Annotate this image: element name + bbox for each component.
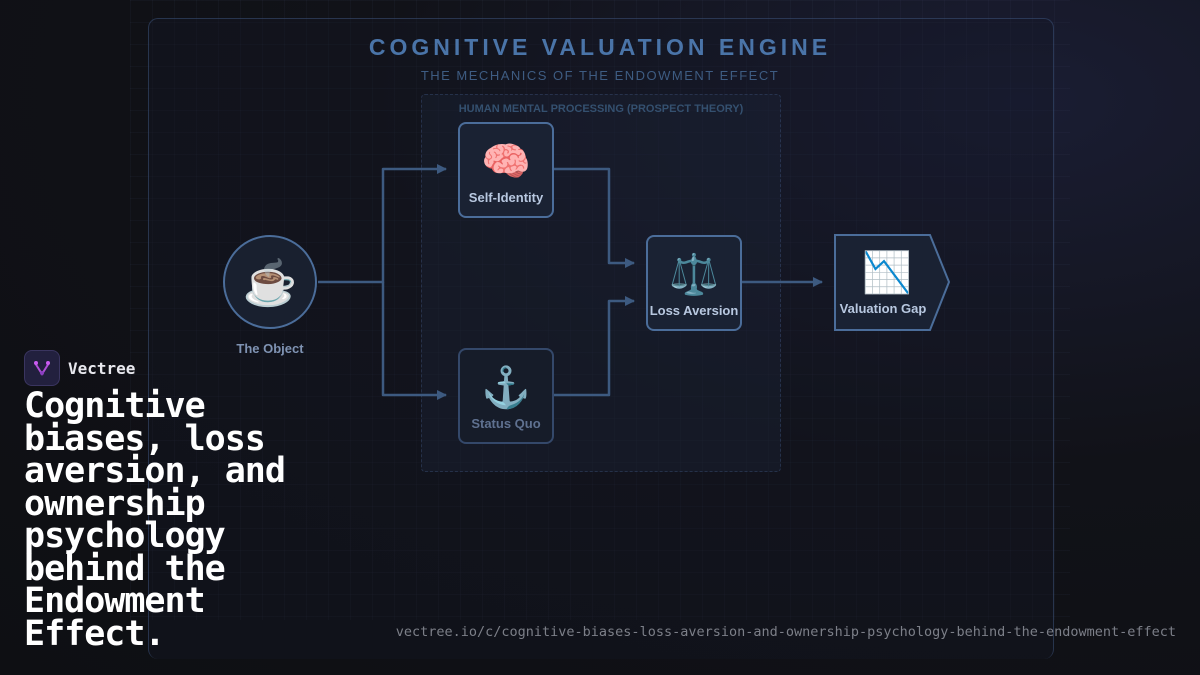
diagram-subtitle: THE MECHANICS OF THE ENDOWMENT EFFECT xyxy=(420,68,780,83)
node-the-object-label: The Object xyxy=(236,341,304,356)
node-the-object: ☕ xyxy=(223,235,317,329)
node-valuation-gap-label: Valuation Gap xyxy=(839,301,927,316)
edge-object-to-self-identity xyxy=(318,164,447,284)
chart-decreasing-icon: 📉 xyxy=(862,251,912,295)
vectree-logo-icon xyxy=(24,350,60,386)
edge-status-quo-to-loss-aversion xyxy=(554,296,635,397)
headline: Cognitive biases, loss aversion, and own… xyxy=(24,386,286,654)
valuation-gap-shape xyxy=(834,234,951,331)
cluster-label: HUMAN MENTAL PROCESSING (PROSPECT THEORY… xyxy=(458,103,744,115)
diagram-title: COGNITIVE VALUATION ENGINE xyxy=(368,34,832,60)
page-url: vectree.io/c/cognitive-biases-loss-avers… xyxy=(395,624,1176,640)
brand: Vectree xyxy=(24,350,135,386)
balance-scale-icon: ⚖️ xyxy=(669,253,719,297)
node-status-quo-label: Status Quo xyxy=(471,416,541,431)
brain-icon: 🧠 xyxy=(481,140,531,184)
node-self-identity-label: Self-Identity xyxy=(468,190,544,205)
node-valuation-gap: 📉 Valuation Gap xyxy=(835,235,939,331)
brand-name: Vectree xyxy=(68,358,136,378)
node-loss-aversion: ⚖️ Loss Aversion xyxy=(646,235,742,331)
edge-self-identity-to-loss-aversion xyxy=(554,167,635,268)
diagram-frame xyxy=(148,18,1054,659)
edge-object-to-status-quo xyxy=(381,282,447,400)
node-status-quo: ⚓ Status Quo xyxy=(458,348,554,444)
node-loss-aversion-label: Loss Aversion xyxy=(649,303,739,318)
coffee-cup-icon: ☕ xyxy=(242,259,298,308)
anchor-icon: ⚓ xyxy=(481,366,531,410)
node-self-identity: 🧠 Self-Identity xyxy=(458,122,554,218)
